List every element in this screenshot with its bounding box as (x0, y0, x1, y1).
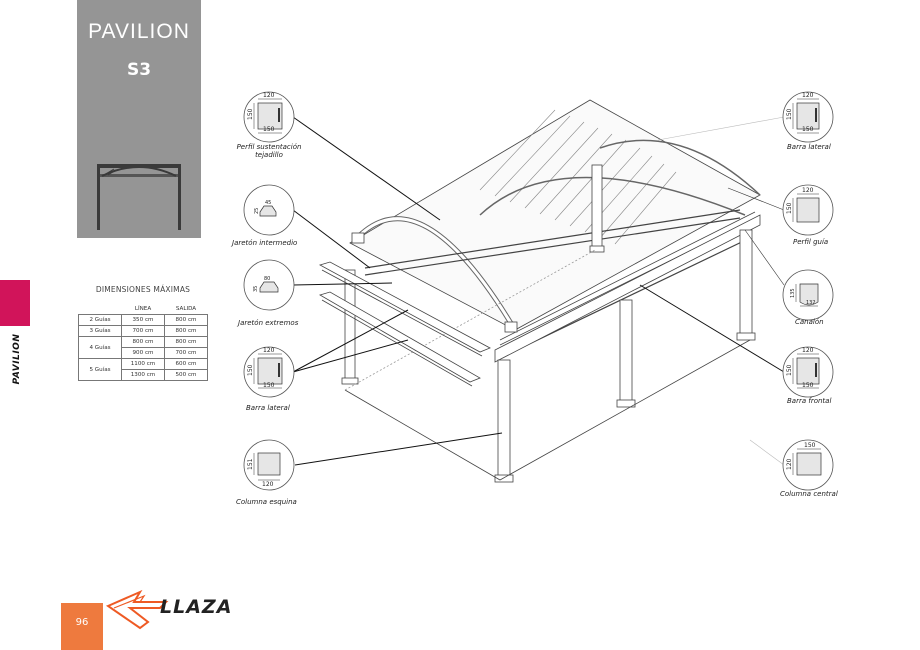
dim-h: 135 (790, 288, 796, 298)
dim-h: 150 (786, 202, 793, 214)
label-barra-lateral-left: Barra lateral (246, 404, 290, 412)
table-cell: 500 cm (164, 369, 208, 381)
dimensions-title: DIMENSIONES MÁXIMAS (95, 285, 191, 294)
brand-title: PAVILION (88, 20, 190, 43)
dim-w: 150 (804, 442, 816, 449)
dim-w: 120 (802, 347, 814, 354)
dim-w: 120 (802, 187, 814, 194)
label-jareton-extremos: Jaretón extremos (238, 319, 299, 327)
dim-h: 25 (254, 208, 260, 214)
page-number: 96 (75, 617, 89, 628)
label-barra-frontal: Barra frontal (787, 397, 832, 405)
label-line: tejadillo (255, 151, 283, 159)
label-barra-lateral-right: Barra lateral (787, 143, 831, 151)
label-jareton-intermedio: Jaretón intermedio (232, 239, 298, 247)
header-panel: PAVILION S3 (77, 0, 201, 238)
dim-h: 150 (247, 364, 254, 376)
label-perfil-sustentacion: Perfil sustentación tejadillo (225, 143, 313, 159)
dim-b: 150 (802, 382, 814, 389)
llaza-logo-icon (105, 589, 169, 630)
label-columna-central: Columna central (780, 490, 838, 498)
model-title: S3 (126, 60, 152, 80)
logo-text: LLAZA (160, 596, 233, 618)
dim-b: 150 (263, 126, 275, 133)
page-number-box: 96 (61, 603, 103, 650)
table-row: 2 Guías 350 cm 800 cm (78, 314, 208, 326)
dim-h: 35 (253, 286, 259, 292)
table-row: 1300 cm 500 cm (79, 369, 208, 381)
table-cell: 5 Guías (78, 358, 122, 381)
dim-w: 120 (263, 347, 275, 354)
dim-w: 120 (263, 92, 275, 99)
dim-w: 45 (265, 200, 271, 206)
dim-h: 150 (786, 364, 793, 376)
pavilion-thumbnail-icon (97, 164, 181, 230)
dim-b: 150 (263, 382, 275, 389)
dim-h: 151 (247, 458, 254, 470)
section-tab (0, 280, 30, 326)
dim-w: 120 (802, 92, 814, 99)
dim-w: 80 (264, 276, 270, 282)
dim-b: 120 (262, 481, 274, 488)
dim-b: 150 (802, 126, 814, 133)
dim-h: 120 (786, 458, 793, 470)
dimensions-table: LÍNEA SALIDA 2 Guías 350 cm 800 cm 3 Guí… (78, 304, 208, 381)
label-line: Perfil sustentación (236, 143, 302, 151)
dim-h: 150 (786, 108, 793, 120)
label-canalon: Canalón (795, 318, 824, 326)
table-row: 4 Guías 800 cm 800 cm (78, 336, 208, 359)
label-perfil-guia: Perfil guía (793, 238, 829, 246)
dim-b: 132 (806, 300, 816, 306)
dim-h: 150 (247, 108, 254, 120)
label-columna-esquina: Columna esquina (236, 498, 297, 506)
